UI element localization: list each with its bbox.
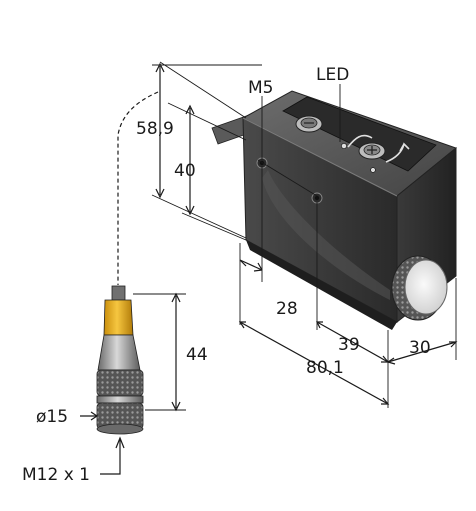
dim-80-1-line — [239, 321, 389, 405]
m12-connector — [96, 285, 144, 435]
label-m5: M5 — [248, 78, 273, 98]
m12-leader — [100, 440, 121, 475]
led-indicator-2 — [370, 167, 376, 173]
sensor-housing — [241, 90, 458, 330]
sensor-lens — [391, 255, 448, 321]
label-58-9: 58,9 — [136, 119, 174, 139]
label-30: 30 — [409, 338, 431, 358]
label-m12: M12 x 1 — [22, 465, 90, 485]
label-led: LED — [316, 65, 349, 85]
label-28: 28 — [276, 299, 298, 319]
label-15: ø15 — [36, 407, 68, 427]
adjustment-knob-left — [295, 115, 323, 133]
dim-39-line — [316, 321, 389, 363]
label-40: 40 — [174, 161, 196, 181]
led-indicator — [341, 143, 347, 149]
label-80-1: 80,1 — [306, 358, 344, 378]
label-39: 39 — [338, 335, 360, 355]
mounting-hole-lower — [311, 192, 323, 204]
dim-28-line — [239, 259, 263, 271]
label-44: 44 — [186, 345, 208, 365]
dim-30-line — [387, 341, 457, 363]
adjustment-knob-right — [358, 142, 386, 160]
rotation-arrow-icon — [347, 134, 373, 148]
rotation-arrow-icon-2 — [385, 142, 410, 163]
